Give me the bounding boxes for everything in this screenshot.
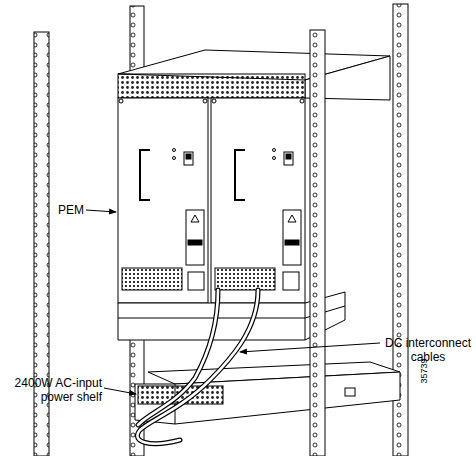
part-label: 2400W AC-input power shelf — [2, 376, 102, 404]
part-label: PEM — [58, 203, 84, 217]
figure-number: 35739 — [417, 351, 431, 391]
